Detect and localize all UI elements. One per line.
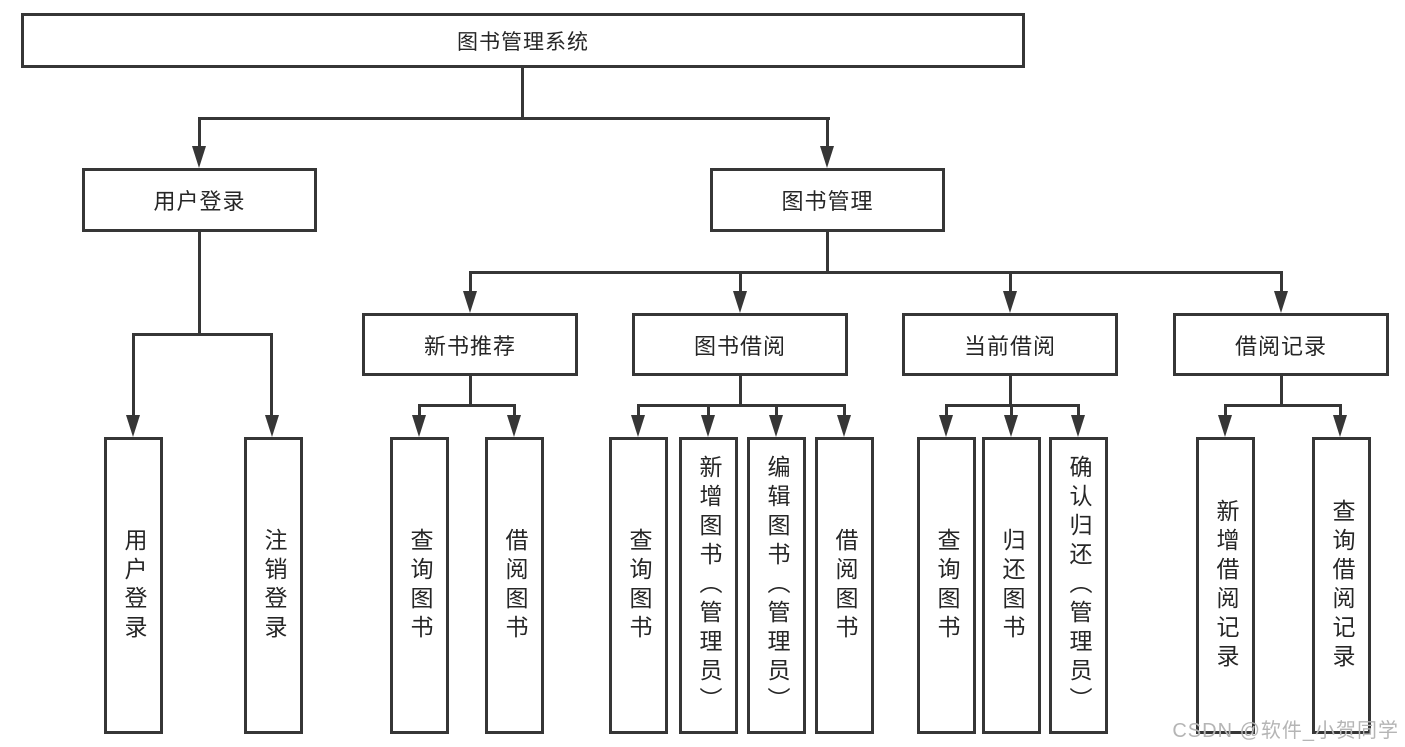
connector-line [1280, 376, 1283, 407]
leaf-current-return-books-label: 归还图书 [999, 527, 1025, 644]
leaf-user-login: 用户登录 [104, 437, 163, 734]
connector-line [637, 404, 846, 407]
watermark: CSDN @软件_小贺同学 [1172, 720, 1399, 742]
arrowhead-down-icon [1003, 291, 1017, 313]
node-book-borrowing-label: 图书借阅 [693, 333, 786, 359]
arrowhead-down-icon [631, 415, 645, 437]
connector-line [1339, 404, 1342, 417]
connector-line [469, 376, 472, 407]
arrowhead-down-icon [733, 291, 747, 313]
connector-line [270, 333, 273, 417]
leaf-records-query-record-label: 查询借阅记录 [1329, 498, 1355, 673]
connector-line [513, 404, 516, 417]
connector-line [132, 333, 135, 417]
connector-line [1009, 271, 1012, 293]
arrowhead-down-icon [1004, 415, 1018, 437]
node-user-login-label: 用户登录 [153, 189, 246, 214]
connector-line [637, 404, 640, 417]
connector-line [826, 232, 829, 274]
arrowhead-down-icon [507, 415, 521, 437]
arrowhead-down-icon [1274, 291, 1288, 313]
node-book-borrowing: 图书借阅 [632, 313, 848, 376]
connector-line [739, 271, 742, 293]
arrowhead-down-icon [769, 415, 783, 437]
leaf-borrow-borrow-books: 借阅图书 [815, 437, 874, 734]
arrowhead-down-icon [126, 415, 140, 437]
connector-line [418, 404, 516, 407]
connector-line [469, 271, 1283, 274]
node-new-book-recommend-label: 新书推荐 [423, 333, 516, 359]
leaf-newbook-query-books: 查询图书 [390, 437, 449, 734]
leaf-borrow-query-books: 查询图书 [609, 437, 668, 734]
leaf-logout: 注销登录 [244, 437, 303, 734]
connector-line [198, 117, 830, 120]
connector-line [198, 117, 201, 148]
leaf-user-login-label: 用户登录 [121, 527, 147, 644]
leaf-records-query-record: 查询借阅记录 [1312, 437, 1371, 734]
arrowhead-down-icon [1071, 415, 1085, 437]
connector-line [198, 232, 201, 336]
arrowhead-down-icon [820, 146, 834, 168]
connector-line [739, 376, 742, 407]
leaf-borrow-edit-books-admin: 编辑图书（管理员） [747, 437, 806, 734]
arrowhead-down-icon [412, 415, 426, 437]
node-book-management-label: 图书管理 [781, 189, 874, 214]
leaf-current-confirm-return-admin: 确认归还（管理员） [1049, 437, 1108, 734]
connector-line [843, 404, 846, 417]
leaf-borrow-add-books-admin-label: 新增图书（管理员） [696, 455, 722, 716]
arrowhead-down-icon [701, 415, 715, 437]
leaf-logout-label: 注销登录 [261, 527, 287, 644]
node-user-login: 用户登录 [82, 168, 317, 232]
connector-line [775, 404, 778, 417]
arrowhead-down-icon [265, 415, 279, 437]
connector-line [521, 68, 524, 118]
arrowhead-down-icon [1333, 415, 1347, 437]
leaf-newbook-borrow-books-label: 借阅图书 [502, 527, 528, 644]
connector-line [418, 404, 421, 417]
leaf-current-confirm-return-admin-label: 确认归还（管理员） [1066, 455, 1092, 716]
node-new-book-recommend: 新书推荐 [362, 313, 578, 376]
node-book-management: 图书管理 [710, 168, 945, 232]
arrowhead-down-icon [1218, 415, 1232, 437]
leaf-borrow-query-books-label: 查询图书 [626, 527, 652, 644]
leaf-borrow-add-books-admin: 新增图书（管理员） [679, 437, 738, 734]
connector-line [707, 404, 710, 417]
leaf-borrow-edit-books-admin-label: 编辑图书（管理员） [764, 455, 790, 716]
connector-line [469, 271, 472, 293]
leaf-newbook-query-books-label: 查询图书 [407, 527, 433, 644]
leaf-current-query-books: 查询图书 [917, 437, 976, 734]
connector-line [1077, 404, 1080, 417]
connector-line [1224, 404, 1342, 407]
connector-line [945, 404, 948, 417]
leaf-newbook-borrow-books: 借阅图书 [485, 437, 544, 734]
node-borrowing-records: 借阅记录 [1173, 313, 1389, 376]
leaf-current-return-books: 归还图书 [982, 437, 1041, 734]
leaf-records-add-record-label: 新增借阅记录 [1213, 498, 1239, 673]
node-root-label: 图书管理系统 [457, 30, 589, 54]
arrowhead-down-icon [463, 291, 477, 313]
connector-line [1280, 271, 1283, 293]
connector-line [826, 117, 829, 148]
arrowhead-down-icon [192, 146, 206, 168]
leaf-current-query-books-label: 查询图书 [934, 527, 960, 644]
node-borrowing-records-label: 借阅记录 [1234, 333, 1327, 359]
connector-line [132, 333, 273, 336]
leaf-borrow-borrow-books-label: 借阅图书 [832, 527, 858, 644]
node-root: 图书管理系统 [21, 13, 1025, 68]
node-current-borrowing: 当前借阅 [902, 313, 1118, 376]
connector-line [1010, 404, 1013, 417]
connector-line [1224, 404, 1227, 417]
connector-line [1009, 376, 1012, 407]
node-current-borrowing-label: 当前借阅 [963, 333, 1056, 359]
arrowhead-down-icon [939, 415, 953, 437]
leaf-records-add-record: 新增借阅记录 [1196, 437, 1255, 734]
arrowhead-down-icon [837, 415, 851, 437]
